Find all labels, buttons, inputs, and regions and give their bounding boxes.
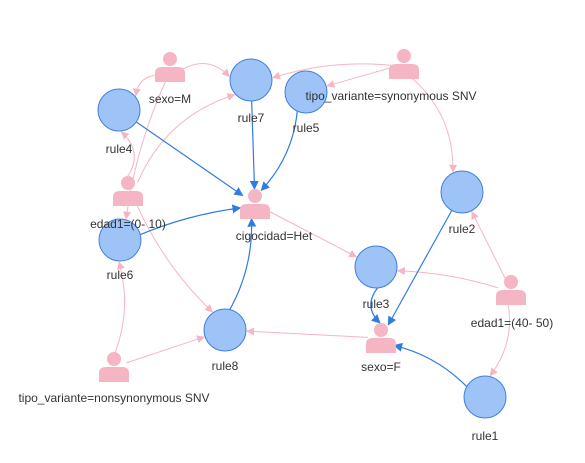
- edge-edad_40_50-to-rule3: [396, 266, 499, 289]
- rule-label-rule1: rule1: [472, 429, 499, 443]
- edge-edad_0_10-to-rule4: [120, 131, 135, 179]
- item-node-edad_0_10-person-icon[interactable]: [113, 176, 143, 206]
- edge-rule2-to-sexo_f: [387, 210, 453, 326]
- edge-tipo_nonsyn-to-rule8: [126, 335, 205, 364]
- rule-label-rule4: rule4: [106, 142, 133, 156]
- edge-sexo_f-to-rule8: [246, 327, 369, 338]
- edge-rule6-to-cigocidad_het: [140, 204, 242, 236]
- rule-label-rule6: rule6: [107, 268, 134, 282]
- rule-node-rule6[interactable]: [98, 218, 142, 262]
- person-body-icon: [240, 204, 270, 219]
- item-node-sexo_m-person-icon[interactable]: [155, 52, 185, 82]
- edge-tipo_nonsyn-to-rule6: [114, 261, 126, 355]
- edge-rule7-to-cigocidad_het: [249, 100, 259, 190]
- item-label-sexo_m: sexo=M: [149, 92, 191, 106]
- item-label-edad_40_50: edad1=(40- 50): [471, 316, 553, 330]
- rule-node-rule8[interactable]: [203, 308, 247, 352]
- person-body-icon: [389, 64, 419, 79]
- edge-tipo_syn-to-rule7: [272, 63, 392, 80]
- edges-layer: [114, 63, 511, 388]
- person-body-icon: [496, 290, 526, 305]
- item-node-edad_40_50-person-icon[interactable]: [496, 275, 526, 305]
- edge-edad_40_50-to-rule2: [471, 210, 506, 279]
- item-node-sexo_f-person-icon[interactable]: [366, 323, 396, 353]
- item-node-tipo_nonsyn-person-icon[interactable]: [99, 352, 129, 382]
- item-node-tipo_syn-person-icon[interactable]: [389, 49, 419, 79]
- person-head-icon: [248, 189, 262, 203]
- rule-node-rule1[interactable]: [463, 375, 507, 419]
- nodes-layer: [97, 49, 526, 419]
- edge-tipo_syn-to-rule5: [326, 67, 392, 88]
- edge-sexo_m-to-rule7: [182, 63, 230, 78]
- item-label-cigocidad_het: cigocidad=Het: [236, 229, 313, 243]
- person-body-icon: [366, 338, 396, 353]
- rule-node-rule3[interactable]: [354, 245, 398, 289]
- item-label-tipo_nonsyn: tipo_variante=nonsynonymous SNV: [18, 391, 209, 405]
- rule-node-rule4[interactable]: [97, 88, 141, 132]
- person-head-icon: [107, 352, 121, 366]
- person-body-icon: [99, 367, 129, 382]
- rule-label-rule3: rule3: [363, 297, 390, 311]
- edge-rule1-to-sexo_f: [393, 342, 468, 388]
- rule-label-rule5: rule5: [293, 121, 320, 135]
- item-label-edad_0_10: edad1=(0- 10): [90, 217, 166, 231]
- person-head-icon: [397, 49, 411, 63]
- edge-edad_0_10-to-rule7: [137, 93, 236, 183]
- rule-label-rule2: rule2: [449, 222, 476, 236]
- edge-cigocidad_het-to-rule3: [266, 209, 358, 258]
- rule-node-rule7[interactable]: [229, 58, 273, 102]
- person-head-icon: [121, 176, 135, 190]
- labels-layer: rule1 rule2 rule3 rule4 rule5 rule6 rule7 rule8…: [18, 89, 553, 443]
- person-body-icon: [155, 67, 185, 82]
- item-label-tipo_syn: tipo_variante=synonymous SNV: [305, 89, 476, 103]
- person-head-icon: [163, 52, 177, 66]
- rule-label-rule8: rule8: [212, 359, 239, 373]
- rule-node-rule5[interactable]: [284, 70, 328, 114]
- edge-tipo_syn-to-rule2: [409, 75, 458, 173]
- person-head-icon: [374, 323, 388, 337]
- edge-rule5-to-cigocidad_het: [260, 111, 298, 192]
- edge-rule4-to-cigocidad_het: [135, 121, 244, 196]
- item-node-cigocidad_het-person-icon[interactable]: [240, 189, 270, 219]
- edge-edad_40_50-to-rule1: [489, 302, 511, 377]
- edge-rule3-to-sexo_f: [370, 287, 381, 324]
- item-label-sexo_f: sexo=F: [361, 360, 401, 374]
- edge-rule8-to-cigocidad_het: [229, 217, 257, 310]
- rule-node-rule2[interactable]: [440, 170, 484, 214]
- person-body-icon: [113, 191, 143, 206]
- person-head-icon: [504, 275, 518, 289]
- rule-label-rule7: rule7: [238, 111, 265, 125]
- edge-edad_0_10-to-rule8: [134, 201, 213, 313]
